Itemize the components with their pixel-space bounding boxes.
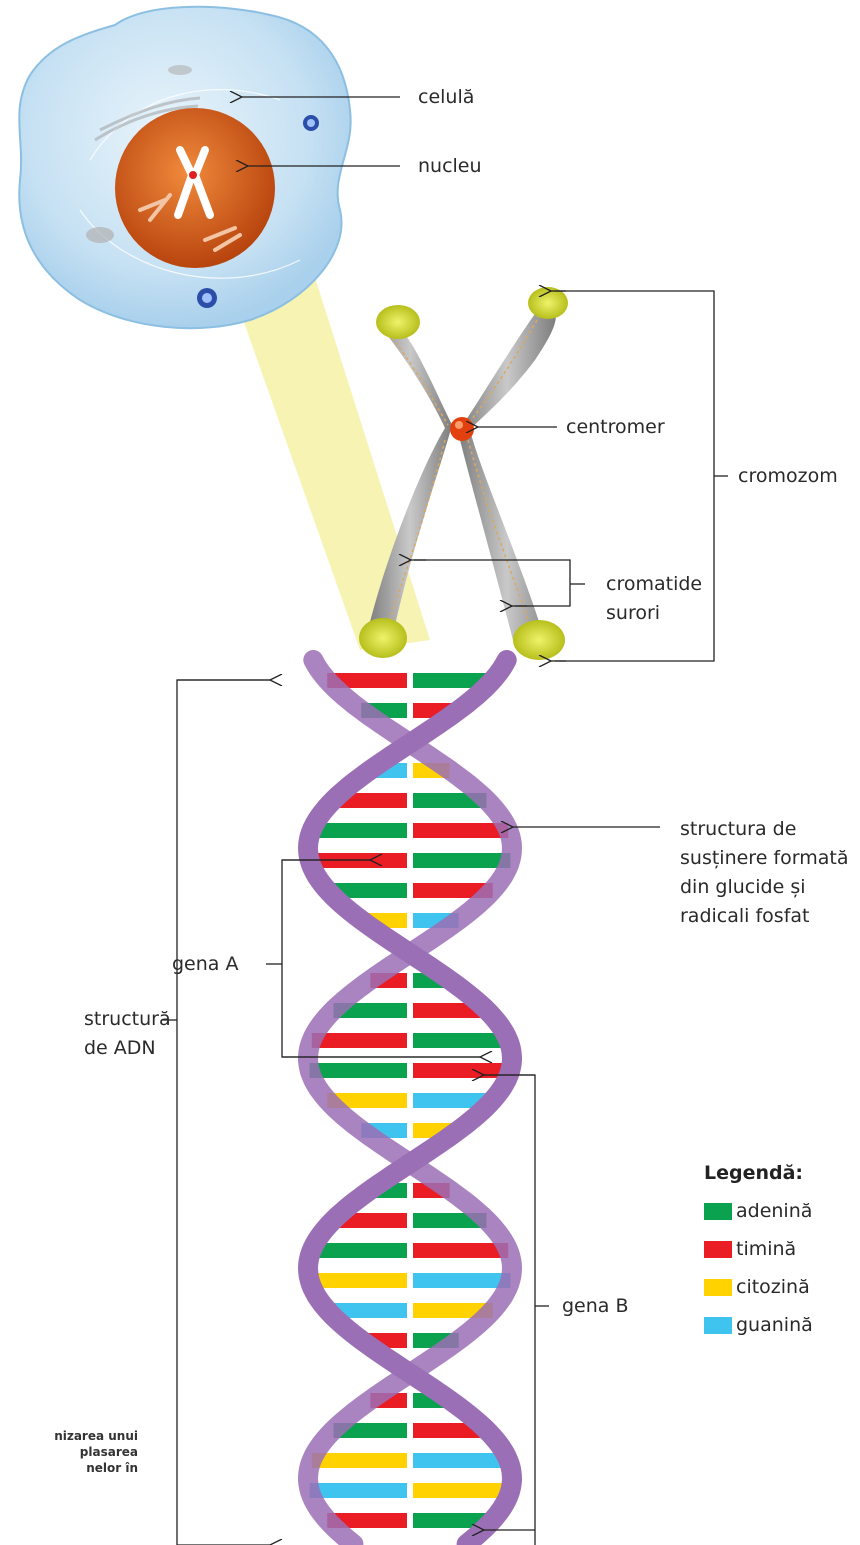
legend-label: citozină bbox=[736, 1276, 810, 1298]
label-cromozom: cromozom bbox=[738, 462, 838, 491]
chromosome-tip bbox=[513, 620, 565, 660]
base-left bbox=[310, 1273, 407, 1288]
base-right bbox=[413, 1273, 510, 1288]
legend-item-citozina: citozină bbox=[704, 1268, 813, 1306]
legend: Legendă: adenină timină citozină guanină bbox=[704, 1158, 813, 1344]
legend-label: timină bbox=[736, 1238, 796, 1260]
centromere bbox=[450, 417, 474, 441]
legend-title: Legendă: bbox=[704, 1158, 813, 1188]
base-left bbox=[312, 1033, 407, 1048]
legend-swatch bbox=[704, 1317, 732, 1334]
legend-swatch bbox=[704, 1279, 732, 1296]
label-nucleu: nucleu bbox=[418, 152, 482, 181]
chromosome-tip bbox=[376, 305, 420, 339]
label-gena-a: gena A bbox=[172, 950, 238, 979]
label-cromatide-surori: cromatide surori bbox=[606, 570, 702, 628]
bracket-cromatide bbox=[414, 560, 570, 606]
cell bbox=[19, 7, 350, 328]
legend-item-guanina: guanină bbox=[704, 1306, 813, 1344]
base-right bbox=[413, 1033, 508, 1048]
base-left bbox=[312, 1453, 407, 1468]
base-left bbox=[310, 1063, 407, 1078]
label-centromer: centromer bbox=[566, 413, 665, 442]
base-right bbox=[413, 1483, 510, 1498]
mitochondrion bbox=[168, 65, 192, 75]
base-left bbox=[312, 823, 407, 838]
label-structura-adn: structură de ADN bbox=[84, 1005, 171, 1063]
base-right bbox=[413, 1453, 508, 1468]
legend-swatch bbox=[704, 1241, 732, 1258]
label-structura-sustinere: structura de susținere formată din gluci… bbox=[680, 815, 848, 931]
legend-label: adenină bbox=[736, 1200, 812, 1222]
base-left bbox=[310, 1483, 407, 1498]
base-left bbox=[312, 1243, 407, 1258]
legend-label: guanină bbox=[736, 1314, 813, 1336]
base-right bbox=[413, 853, 510, 868]
base-right bbox=[413, 1063, 510, 1078]
base-right bbox=[413, 823, 508, 838]
chromosome bbox=[359, 287, 568, 660]
chromatid-right bbox=[458, 300, 556, 648]
label-celula: celulă bbox=[418, 83, 474, 112]
figure-caption-fragment: nizarea unui plasarea nelor în bbox=[0, 1428, 138, 1476]
dna-double-helix bbox=[308, 660, 512, 1544]
base-right bbox=[413, 1243, 508, 1258]
nucleus bbox=[115, 108, 275, 268]
label-gena-b: gena B bbox=[562, 1292, 629, 1321]
legend-item-adenina: adenină bbox=[704, 1192, 813, 1230]
bracket-adn bbox=[177, 680, 270, 1545]
chromosome-tip bbox=[528, 287, 568, 319]
legend-item-timina: timină bbox=[704, 1230, 813, 1268]
legend-swatch bbox=[704, 1203, 732, 1220]
chromosome-tip bbox=[359, 618, 407, 658]
mitochondrion bbox=[86, 227, 114, 243]
